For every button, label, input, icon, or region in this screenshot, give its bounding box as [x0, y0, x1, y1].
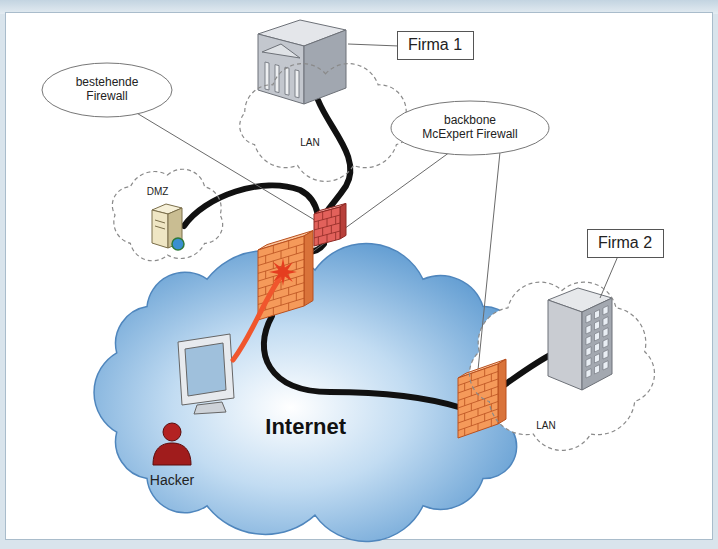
leader-line	[600, 256, 618, 298]
hacker-monitor	[178, 334, 234, 414]
window	[603, 339, 608, 348]
leader-line	[304, 152, 450, 258]
node-outline	[462, 272, 662, 457]
building-firma2	[548, 288, 612, 390]
window	[595, 343, 600, 352]
attack-impact	[269, 258, 297, 286]
window	[603, 317, 608, 326]
cloud-label: Internet	[265, 414, 346, 439]
leader-line	[478, 152, 500, 370]
cloud-label: LAN	[536, 420, 555, 432]
column	[285, 67, 289, 95]
window	[586, 369, 591, 378]
window	[595, 354, 600, 363]
window	[603, 350, 608, 359]
column	[295, 70, 299, 98]
attack-arrow	[233, 278, 280, 360]
internet-cloud: Internet	[80, 250, 550, 535]
callout-text: Firma 2	[598, 234, 652, 252]
dmz-cloud: DMZ	[105, 165, 230, 265]
window	[603, 361, 608, 370]
person-label: Hacker	[150, 472, 194, 488]
window	[586, 336, 591, 345]
window	[603, 306, 608, 315]
leader-line	[348, 44, 399, 46]
firewall-callout: backbone McExpert Firewall	[390, 100, 550, 156]
node-outline	[80, 250, 550, 535]
window	[595, 321, 600, 330]
cloud-label: DMZ	[147, 186, 169, 198]
cloud-label: LAN	[300, 137, 319, 149]
cable	[318, 100, 350, 210]
cloud-fill	[112, 169, 222, 261]
cable	[264, 316, 462, 408]
window	[595, 365, 600, 374]
callout-text: Firma 1	[408, 36, 462, 54]
window	[603, 328, 608, 337]
window	[586, 325, 591, 334]
cloud-fills	[94, 64, 654, 542]
leader-lines	[135, 44, 618, 370]
hacker-figure	[153, 423, 191, 465]
callout-text: bestehende Firewall	[67, 76, 147, 104]
building-firma1	[258, 20, 346, 104]
company-callout: Firma 1	[397, 31, 474, 60]
firewalls	[258, 203, 506, 438]
node-outline	[105, 165, 230, 265]
window	[586, 358, 591, 367]
firewall-symbol	[314, 203, 346, 246]
dmz-server	[152, 204, 184, 250]
cable	[184, 185, 318, 226]
window	[586, 347, 591, 356]
network-cables	[184, 100, 556, 408]
firewall-callout: bestehende Firewall	[41, 62, 173, 118]
callout-text: backbone McExpert Firewall	[420, 114, 520, 142]
firewall-symbol	[258, 231, 313, 320]
lan-cloud: LAN	[462, 272, 662, 457]
window	[586, 314, 591, 323]
company-callout: Firma 2	[587, 229, 664, 258]
window	[595, 332, 600, 341]
window	[595, 310, 600, 319]
firewall-symbol	[458, 359, 506, 438]
top-band	[0, 0, 718, 14]
